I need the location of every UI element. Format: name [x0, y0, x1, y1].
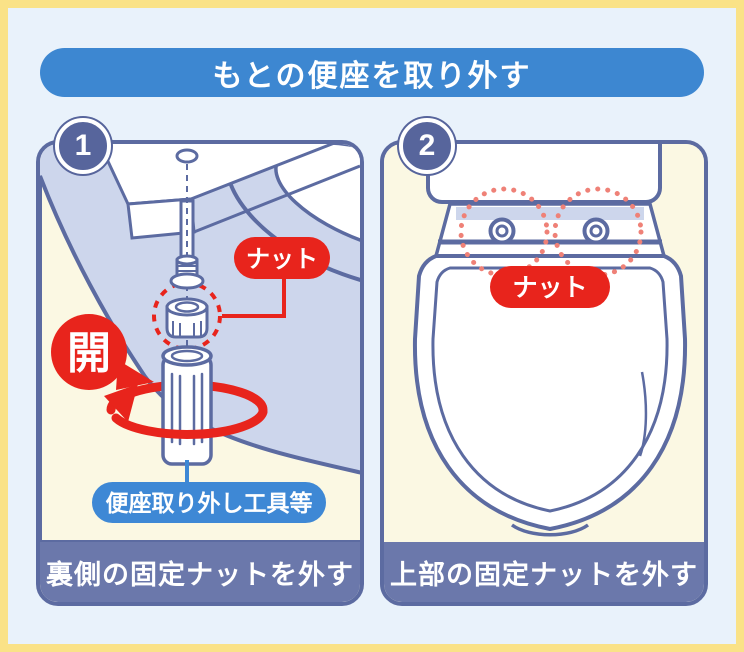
- step-1-caption-bar: 裏側の固定ナットを外す: [40, 542, 360, 602]
- removal-tool-icon: [161, 345, 213, 466]
- step-panel-1: 開 ナット 便座取り外し工具等 裏側の固定ナットを外す: [36, 118, 364, 606]
- step-panel-1-body: 開 ナット 便座取り外し工具等 裏側の固定ナットを外す: [36, 140, 364, 606]
- nut-icon: [165, 297, 209, 339]
- dotted-highlight-circles: [458, 186, 644, 278]
- bolt-hole-icon: [175, 148, 199, 164]
- hinge-plate: [433, 202, 667, 258]
- open-bubble-label: 開: [67, 329, 111, 378]
- step-panel-2-body: ナット 上部の固定ナットを外す: [380, 140, 708, 606]
- open-bubble: 開: [51, 314, 154, 390]
- rotation-arrow-icon: [104, 384, 268, 439]
- svg-text:ナット: ナット: [512, 274, 587, 302]
- nut-callout-label: ナット: [222, 237, 330, 318]
- step-2-caption-bar: 上部の固定ナットを外す: [384, 542, 704, 602]
- toilet-top-view-illustration: ナット: [384, 144, 704, 542]
- tool-callout-label: 便座取り外し工具等: [92, 460, 326, 523]
- svg-text:便座取り外し工具等: 便座取り外し工具等: [106, 490, 313, 516]
- step-1-badge: 1: [55, 118, 111, 174]
- step-1-caption: 裏側の固定ナットを外す: [46, 559, 354, 590]
- toilet-seat: [412, 254, 688, 537]
- fixing-bolts: [488, 217, 610, 245]
- toilet-tank: [426, 144, 662, 204]
- step-2-caption: 上部の固定ナットを外す: [390, 559, 698, 590]
- svg-text:ナット: ナット: [246, 246, 318, 273]
- step-2-badge: 2: [399, 118, 455, 174]
- nut-callout-label-2: ナット: [490, 266, 610, 308]
- bolt-icon: [169, 254, 205, 290]
- step-panel-2: ナット 上部の固定ナットを外す 2: [380, 118, 708, 606]
- title-banner: もとの便座を取り外す: [40, 48, 704, 97]
- page-title: もとの便座を取り外す: [212, 59, 532, 93]
- toilet-underside-illustration: 開 ナット 便座取り外し工具等: [40, 144, 360, 542]
